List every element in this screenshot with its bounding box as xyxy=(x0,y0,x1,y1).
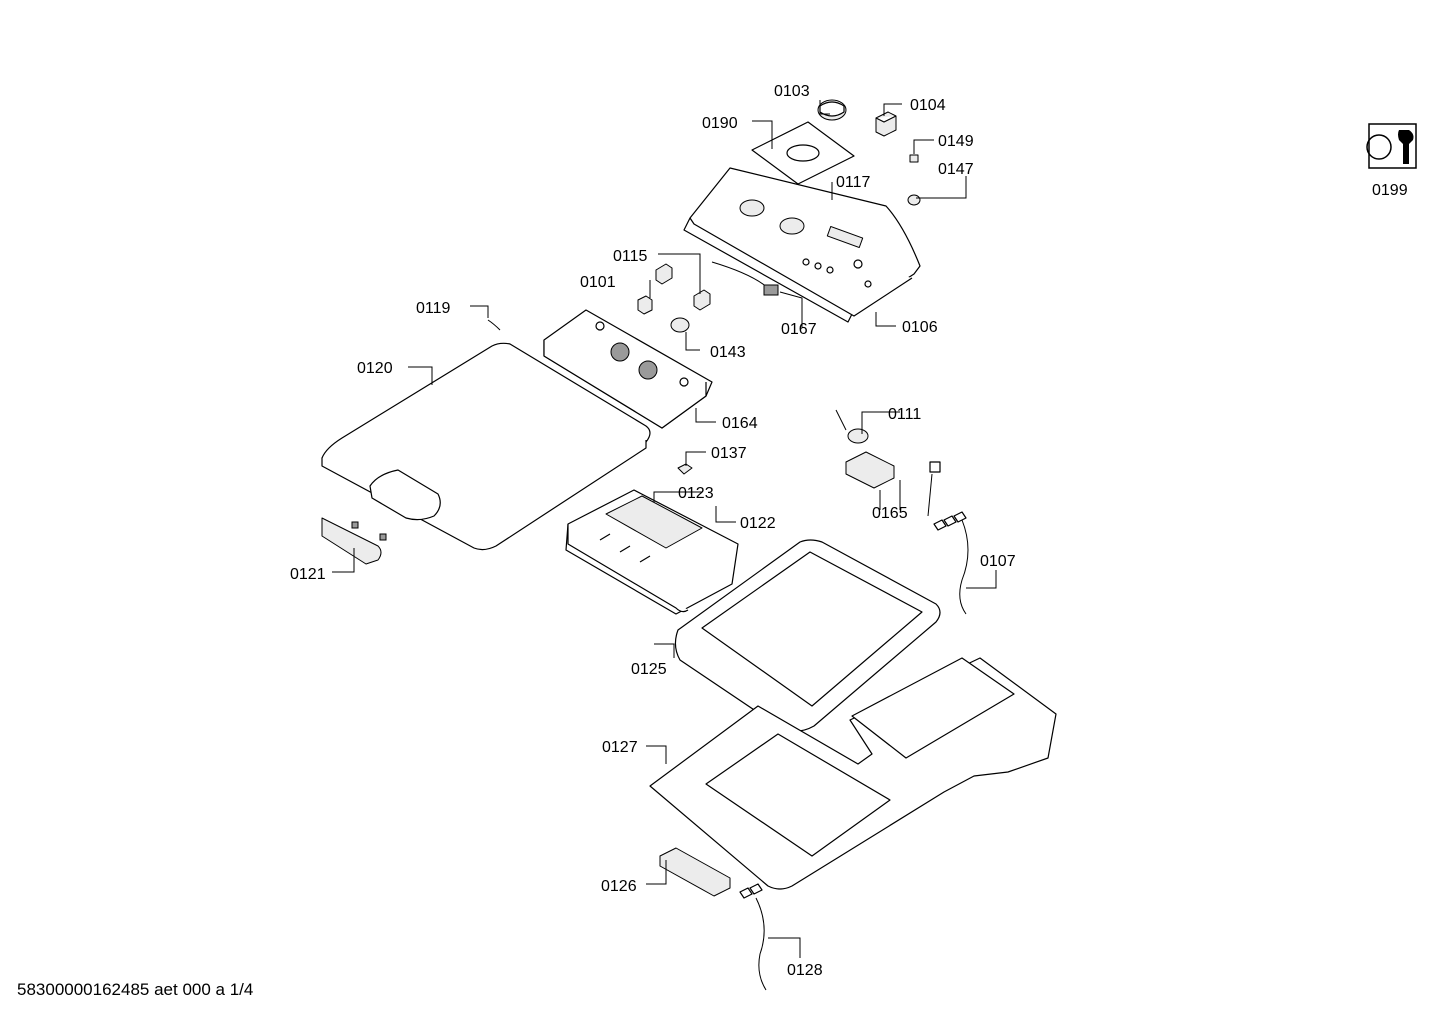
part-0165-module xyxy=(845,451,941,517)
part-0125-tub-ring xyxy=(674,539,941,732)
service-wrench-icon xyxy=(1366,123,1417,169)
part-0121-handle xyxy=(321,517,387,565)
label-0199: 0199 xyxy=(1372,182,1408,199)
part-0190-sheet xyxy=(751,121,855,185)
part-0164-control-module xyxy=(543,309,713,429)
label-0122: 0122 xyxy=(740,515,776,532)
label-0127: 0127 xyxy=(602,739,638,756)
label-0104: 0104 xyxy=(910,97,946,114)
label-0115: 0115 xyxy=(613,248,648,265)
label-0111: 0111 xyxy=(888,406,921,423)
part-0106-control-panel xyxy=(683,167,921,323)
part-0149-button xyxy=(909,154,919,163)
part-labels: 0103 0104 0190 0149 0147 0117 0115 0101 … xyxy=(290,83,1408,979)
label-0126: 0126 xyxy=(601,878,637,895)
part-0115-clip-a xyxy=(655,263,673,285)
part-0143-knob xyxy=(670,317,690,333)
label-0147: 0147 xyxy=(938,161,974,178)
label-0143: 0143 xyxy=(710,344,746,361)
label-0125: 0125 xyxy=(631,661,667,678)
label-0106: 0106 xyxy=(902,319,938,336)
label-0101: 0101 xyxy=(580,274,616,291)
label-0149: 0149 xyxy=(938,133,974,150)
label-0103: 0103 xyxy=(774,83,810,100)
label-0137: 0137 xyxy=(711,445,747,462)
label-0107: 0107 xyxy=(980,553,1016,570)
part-0137-part xyxy=(677,463,693,475)
document-id: 58300000162485 aet 000 a 1/4 xyxy=(17,980,254,999)
part-0115-clip-b xyxy=(693,289,711,311)
part-0167-cable xyxy=(711,261,779,296)
leader-lines xyxy=(332,100,997,958)
label-0120: 0120 xyxy=(357,360,393,377)
label-0190: 0190 xyxy=(702,115,738,132)
part-0101-part xyxy=(637,295,653,315)
part-0128-harness xyxy=(739,883,767,991)
part-0107-harness xyxy=(933,511,969,615)
label-0164: 0164 xyxy=(722,415,758,432)
label-0121: 0121 xyxy=(290,566,326,583)
label-0123: 0123 xyxy=(678,485,714,502)
part-0127-base-frame xyxy=(649,657,1057,890)
part-0119-spring xyxy=(487,319,501,331)
part-0111-part xyxy=(835,409,869,444)
label-0117: 0117 xyxy=(836,174,871,191)
label-0128: 0128 xyxy=(787,962,823,979)
label-0167: 0167 xyxy=(781,321,817,338)
part-0104-knob xyxy=(875,111,897,137)
label-0119: 0119 xyxy=(416,300,451,317)
part-0120-lid xyxy=(321,342,651,551)
part-0147-button xyxy=(907,194,921,206)
part-0126-part xyxy=(659,847,731,897)
label-0165: 0165 xyxy=(872,505,908,522)
part-0103-knob xyxy=(817,99,847,121)
part-0122-detergent-drawer xyxy=(565,489,739,615)
